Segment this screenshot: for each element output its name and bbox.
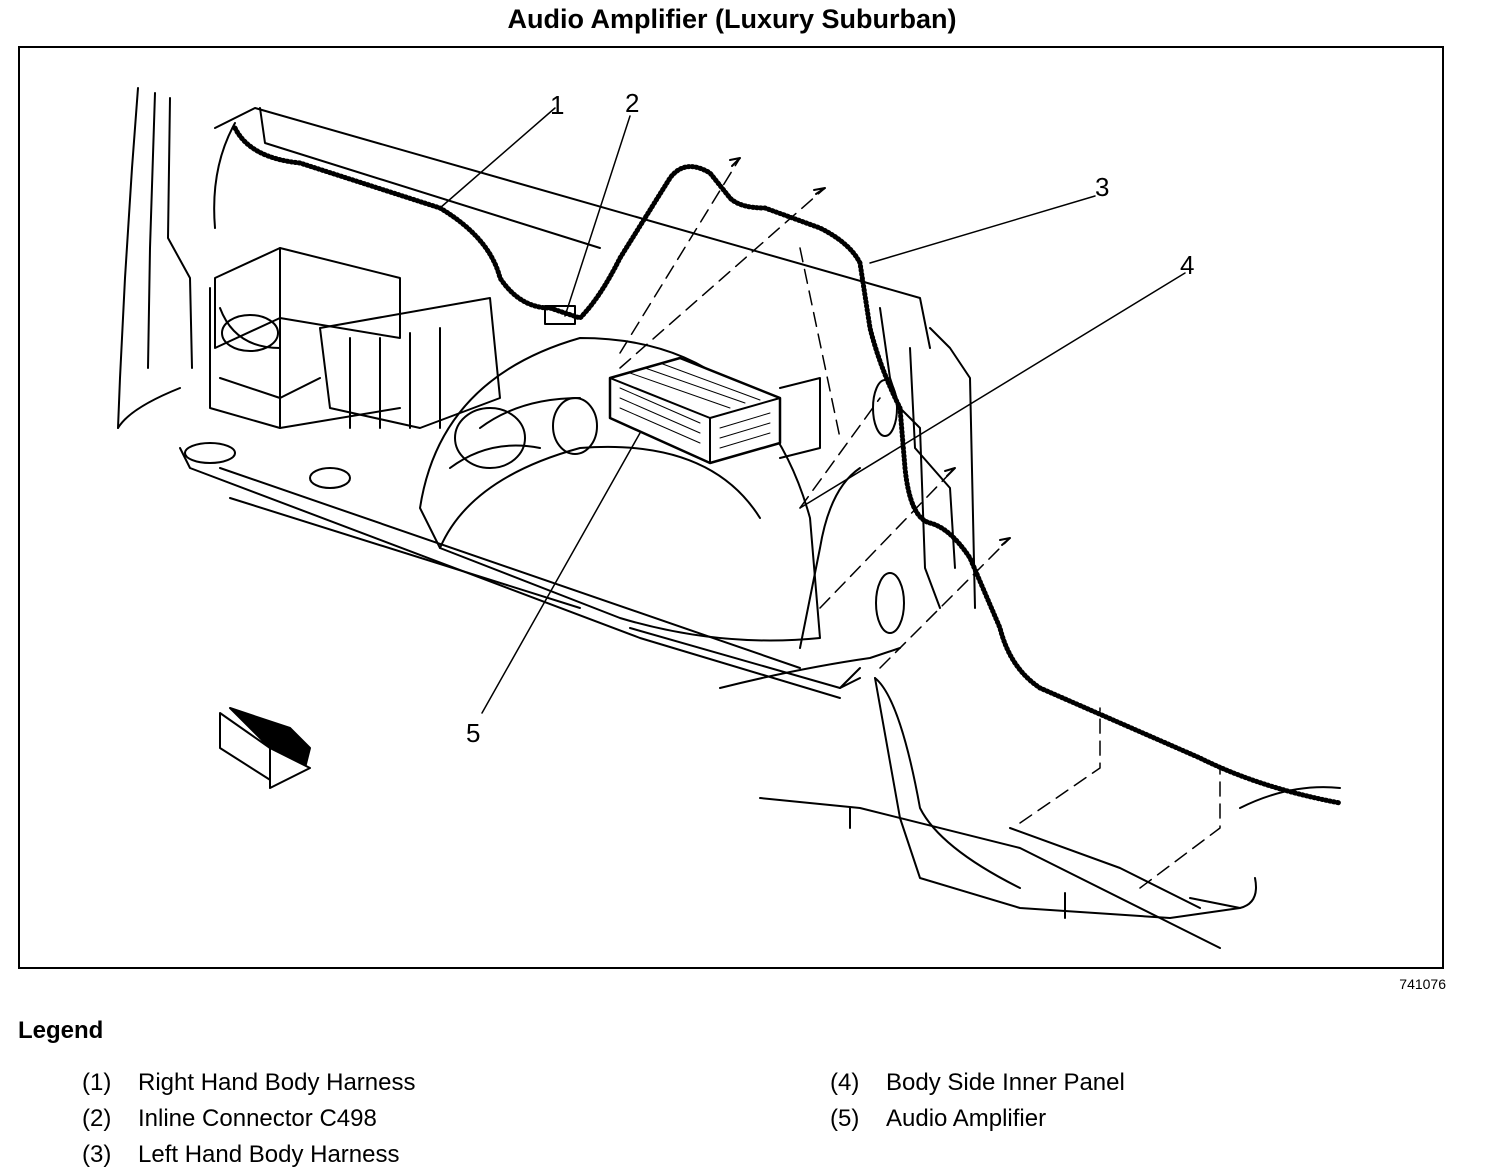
legend-label: Inline Connector C498 (138, 1105, 377, 1132)
legend-column-left: (1) Right Hand Body Harness (2) Inline C… (82, 1065, 415, 1173)
legend-number: (4) (830, 1069, 860, 1096)
upper-rail (214, 107, 931, 349)
body-side-inner-panel (879, 307, 941, 609)
legend-item: (5) Audio Amplifier (830, 1101, 1125, 1137)
figure-id: 741076 (1399, 976, 1446, 992)
legend-item: (3) Left Hand Body Harness (82, 1137, 415, 1173)
legend-label: Right Hand Body Harness (138, 1069, 416, 1096)
legend-label: Body Side Inner Panel (886, 1069, 1125, 1096)
callout-3: 3 (1095, 172, 1109, 202)
inline-connector (544, 305, 576, 325)
legend-item: (2) Inline Connector C498 (82, 1101, 415, 1137)
body-harness (232, 125, 1343, 806)
legend-item: (1) Right Hand Body Harness (82, 1065, 415, 1101)
legend-item: (4) Body Side Inner Panel (830, 1065, 1125, 1101)
legend-number: (2) (82, 1105, 112, 1132)
legend-column-right: (4) Body Side Inner Panel (5) Audio Ampl… (830, 1065, 1125, 1137)
legend-number: (1) (82, 1069, 112, 1096)
front-direction-arrow (219, 707, 311, 789)
left-pillar-edge (117, 87, 139, 429)
legend-number: (3) (82, 1141, 112, 1168)
legend-heading: Legend (18, 1017, 104, 1044)
audio-amplifier (608, 356, 821, 465)
diagram-frame: 1 2 3 4 5 (18, 46, 1444, 969)
callout-4: 4 (1180, 250, 1194, 280)
callout-5: 5 (466, 718, 480, 748)
vehicle-interior-illustration: 1 2 3 4 5 (117, 87, 1343, 949)
callout-1: 1 (550, 90, 564, 120)
callout-2: 2 (625, 88, 639, 118)
legend-label: Audio Amplifier (886, 1105, 1047, 1132)
diagram-title: Audio Amplifier (Luxury Suburban) (507, 4, 957, 34)
legend-label: Left Hand Body Harness (138, 1141, 400, 1168)
legend-number: (5) (830, 1105, 860, 1132)
